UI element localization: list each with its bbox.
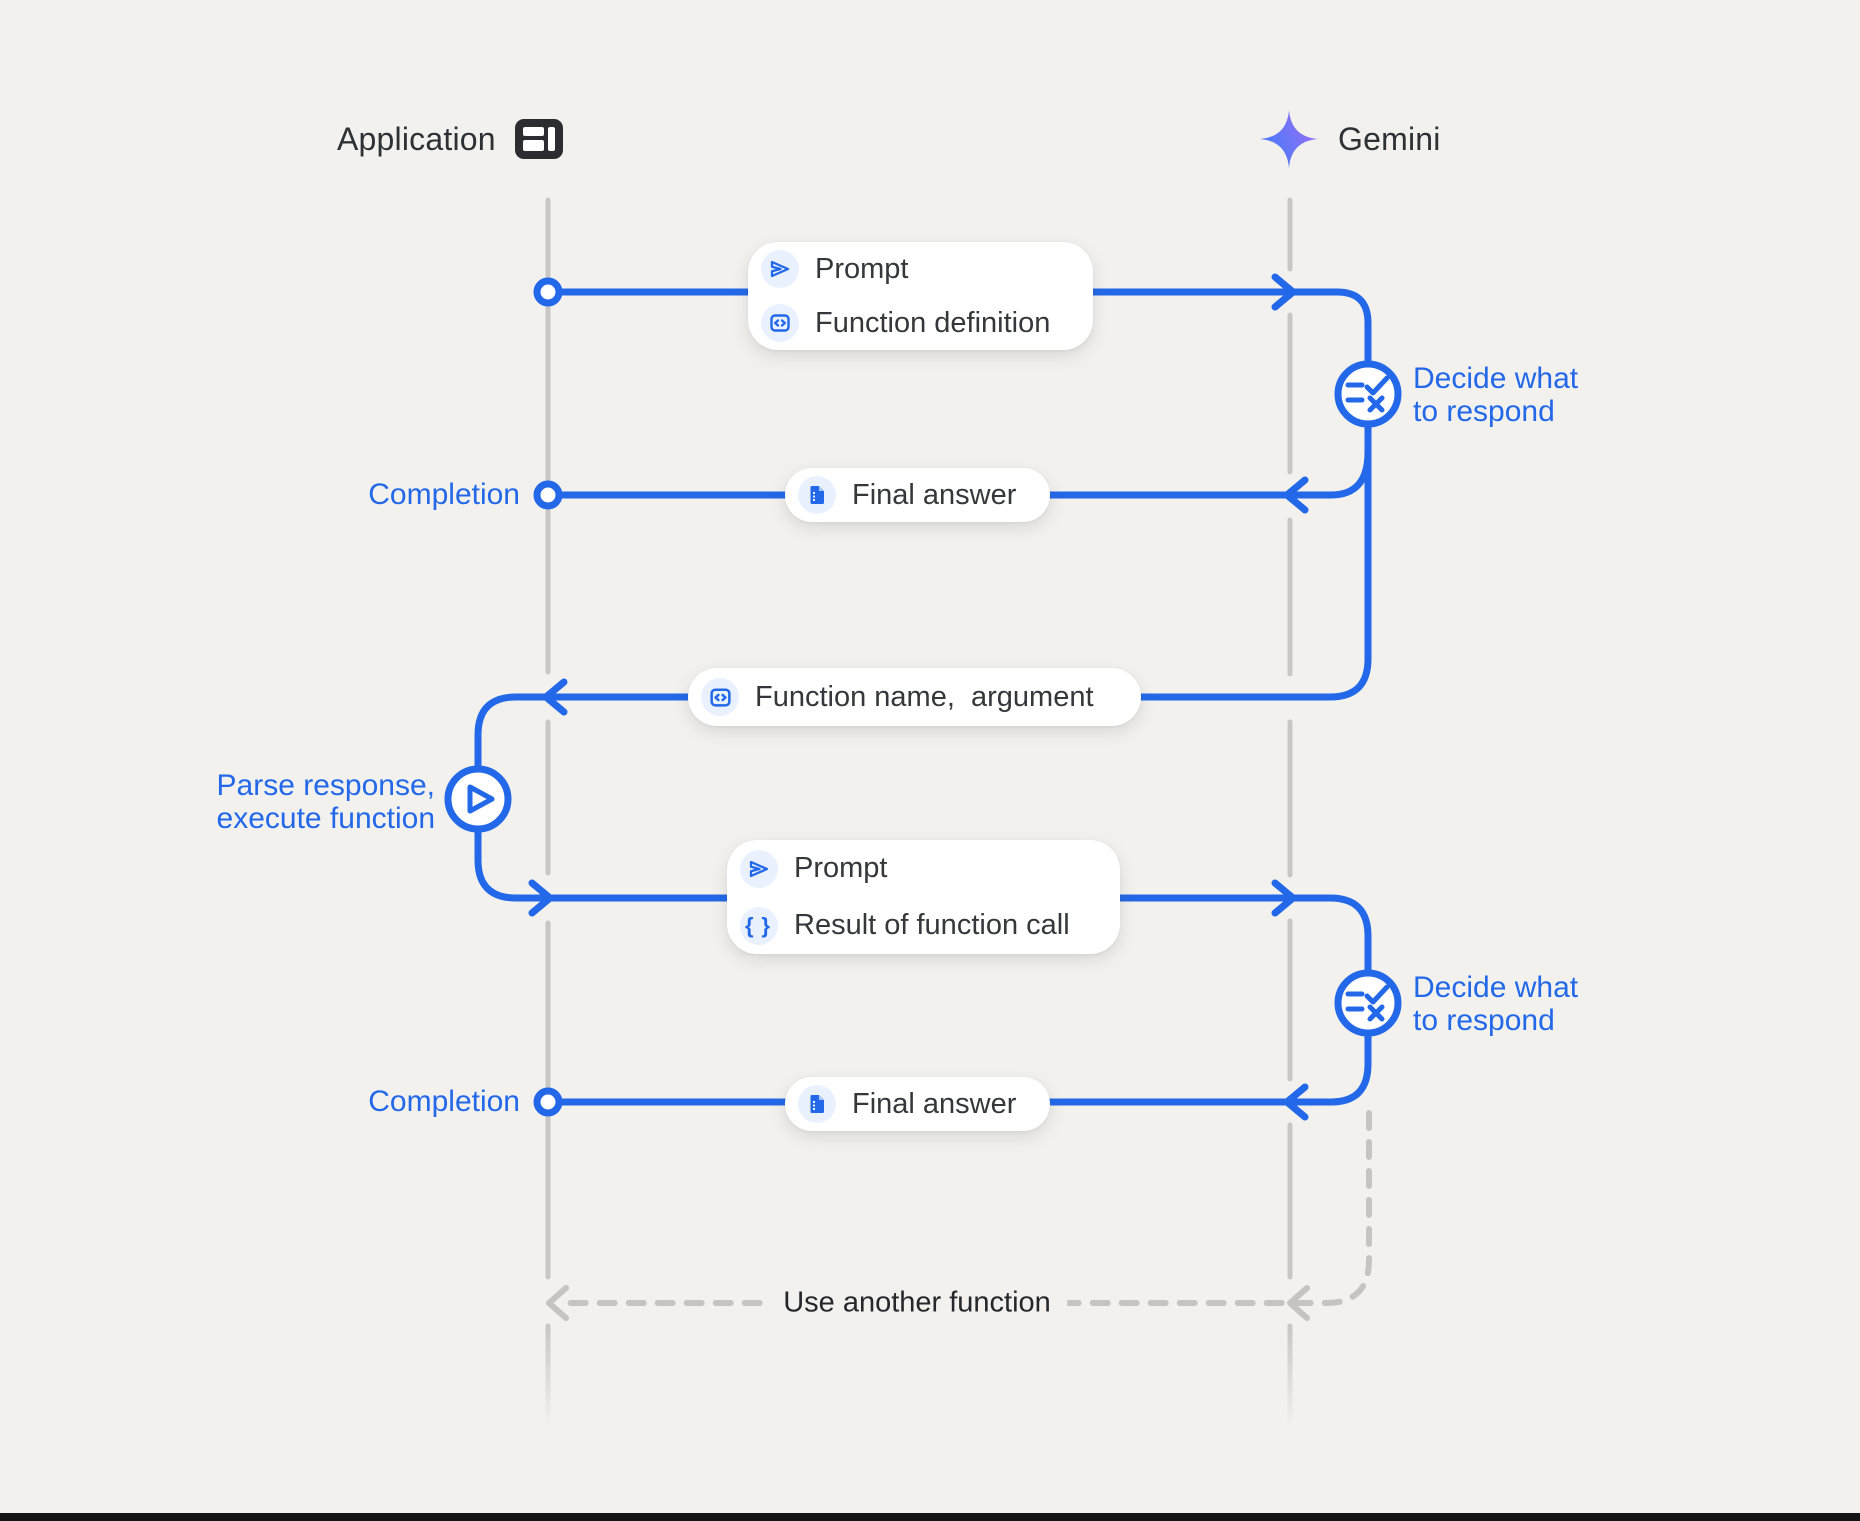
loop-dashed-path (546, 1110, 1372, 1321)
start-dot (533, 277, 563, 307)
message-row: Prompt (748, 242, 1093, 296)
completion-dot (533, 1087, 563, 1117)
message-label: Prompt (815, 252, 909, 285)
message-row: Function definition (748, 296, 1093, 350)
annotation-line: Decide what (1413, 362, 1579, 395)
decide-node-2 (1334, 969, 1402, 1037)
annotation-line: to respond (1413, 395, 1555, 428)
endpoint-dots (533, 277, 563, 1117)
send-icon (740, 849, 778, 888)
message-box-request2: Prompt { } Result of function call (727, 840, 1120, 954)
message-box-final-answer1: Final answer (785, 468, 1050, 522)
message-box-final-answer2: Final answer (785, 1077, 1050, 1131)
message-label: Function definition (815, 306, 1051, 339)
arrowhead-left-icon (1283, 1083, 1309, 1121)
actor-gemini: Gemini (1259, 109, 1441, 169)
document-icon (798, 476, 836, 514)
decide-annotation-2: Decide what to respond (1413, 971, 1578, 1037)
path-final-answer2 (556, 1029, 1372, 1106)
decide-annotation-1: Decide what to respond (1413, 362, 1578, 428)
loop-arrowhead-application-icon (546, 1285, 569, 1321)
code-icon (701, 678, 739, 716)
gemini-sparkle-icon (1260, 110, 1318, 168)
parse-annotation: Parse response, execute function (135, 769, 435, 835)
code-icon (761, 304, 799, 342)
arrowhead-right-icon (528, 879, 554, 917)
message-label: Result of function call (794, 909, 1070, 941)
completion-label-2: Completion (368, 1085, 520, 1118)
annotation-line: to respond (1413, 1004, 1555, 1037)
annotation-line: Parse response, (216, 769, 435, 802)
message-row: { } Result of function call (727, 897, 1120, 954)
arrowhead-left-icon (1283, 476, 1309, 514)
loop-label: Use another function (767, 1284, 1067, 1322)
arrowhead-left-icon (542, 678, 568, 716)
message-box-request1: Prompt Function definition (748, 242, 1093, 350)
play-icon (467, 784, 495, 814)
arrowhead-right-icon (1271, 879, 1297, 917)
completion-label-1: Completion (368, 478, 520, 511)
annotation-line: Decide what (1413, 971, 1579, 1004)
completion-dot (533, 480, 563, 510)
loop-arrowhead-gemini-icon (1287, 1285, 1310, 1321)
send-icon (761, 250, 799, 288)
message-row: Final answer (785, 1085, 1050, 1123)
actor-application: Application (337, 117, 563, 161)
annotation-line: execute function (216, 802, 435, 835)
path-final-answer1 (556, 448, 1372, 499)
message-box-function-call: Function name, argument (688, 668, 1141, 726)
parse-node (444, 765, 512, 833)
checklist-icon (1345, 375, 1390, 413)
message-label: Final answer (852, 478, 1017, 511)
document-icon (798, 1085, 836, 1123)
checklist-icon (1345, 984, 1390, 1022)
application-label: Application (337, 120, 496, 157)
braces-icon: { } (740, 906, 778, 945)
app-window-icon (514, 119, 563, 159)
path-request1 (544, 288, 1372, 368)
message-row: Prompt (727, 840, 1120, 897)
message-label: Final answer (852, 1087, 1017, 1120)
message-row: Final answer (785, 476, 1050, 514)
message-label: Prompt (794, 852, 888, 884)
message-row: Function name, argument (688, 678, 1141, 716)
message-label: Function name, argument (755, 680, 1094, 713)
arrowhead-right-icon (1271, 273, 1297, 311)
bottom-edge-bar (0, 1513, 1860, 1521)
gemini-label: Gemini (1338, 120, 1441, 157)
decide-node-1 (1334, 360, 1402, 428)
